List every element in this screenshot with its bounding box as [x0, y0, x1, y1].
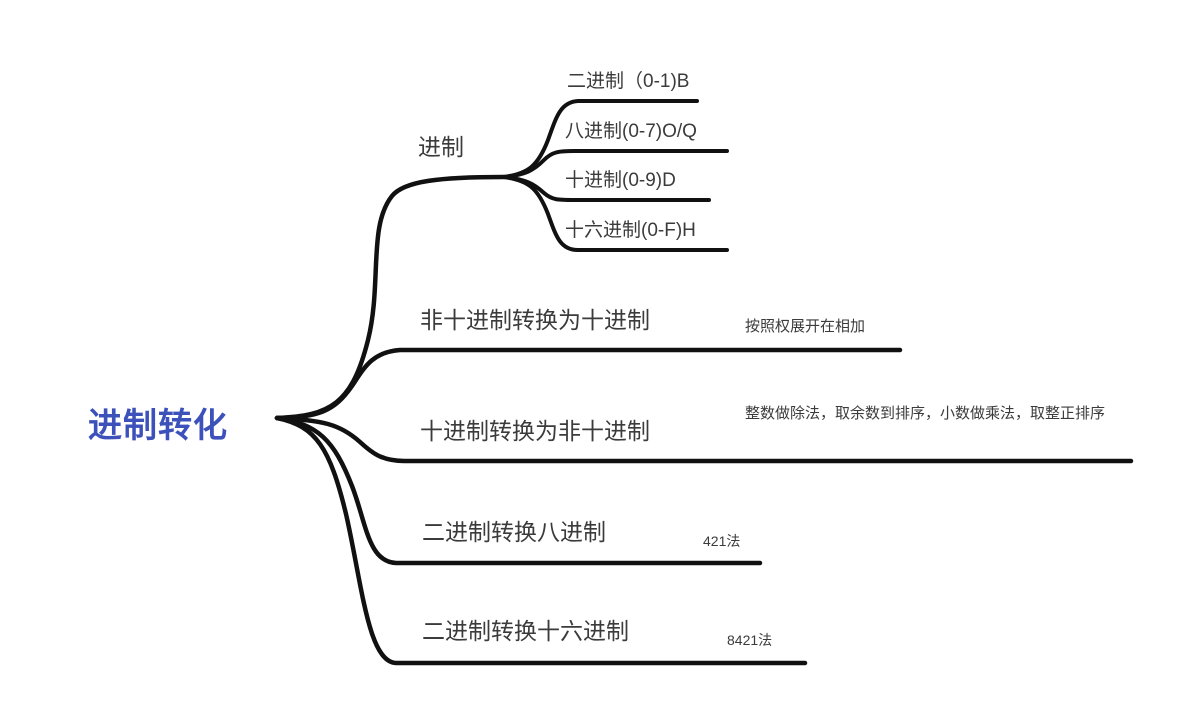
branch-note-decimal-to-non-decimal[interactable]: 整数做除法，取余数到排序，小数做乘法，取整正排序	[745, 405, 1106, 422]
edge-root-to-jinzhi	[274, 174, 506, 421]
branch-note-binary-to-hexadecimal[interactable]: 8421法	[727, 632, 773, 648]
branch-label-binary-to-octal[interactable]: 二进制转换八进制	[422, 519, 606, 545]
subbranch-label-octal[interactable]: 八进制(0-7)O/Q	[565, 121, 697, 142]
subbranch-label-binary[interactable]: 二进制（0-1)B	[567, 71, 690, 92]
branch-label-jinzhi[interactable]: 进制	[418, 134, 464, 160]
subbranch-label-decimal[interactable]: 十进制(0-9)D	[565, 170, 676, 191]
edge-root-to-branch3	[274, 415, 1134, 464]
branch-label-non-decimal-to-decimal[interactable]: 非十进制转换为十进制	[420, 307, 650, 333]
subbranch-label-hexadecimal[interactable]: 十六进制(0-F)H	[565, 220, 696, 241]
branch-label-decimal-to-non-decimal[interactable]: 十进制转换为非十进制	[420, 418, 650, 444]
branch-note-non-decimal-to-decimal[interactable]: 按照权展开在相加	[745, 318, 866, 335]
root-node-label[interactable]: 进制转化	[88, 407, 228, 445]
branch-label-binary-to-hexadecimal[interactable]: 二进制转换十六进制	[422, 618, 629, 644]
branch-note-binary-to-octal[interactable]: 421法	[703, 533, 741, 549]
